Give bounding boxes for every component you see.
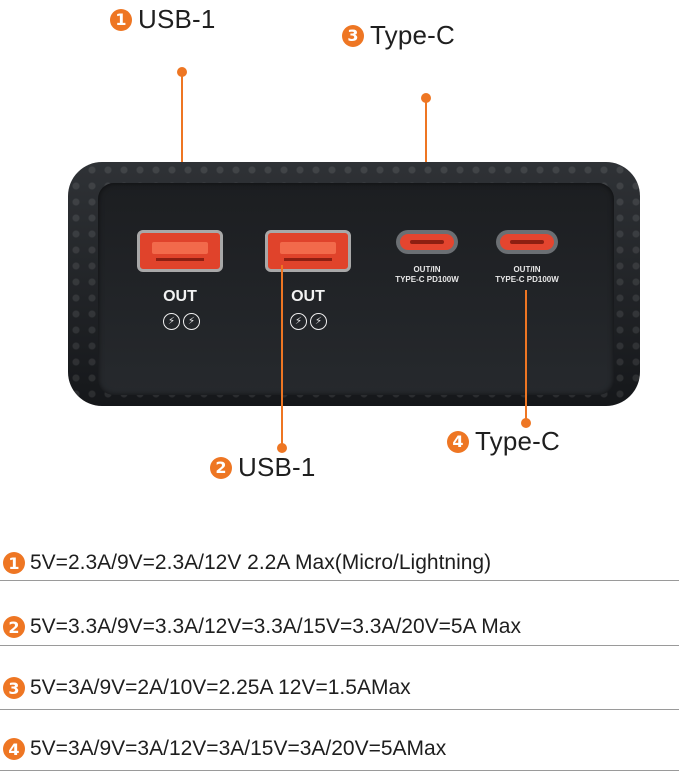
lightning-bolt-icon: ⚡ bbox=[183, 313, 200, 330]
spec-divider bbox=[0, 770, 679, 771]
fast-charge-icons: ⚡ ⚡ bbox=[290, 313, 327, 330]
callout-label: Type-C bbox=[370, 20, 456, 50]
spec-text: 5V=3A/9V=3A/12V=3A/15V=3A/20V=5AMax bbox=[30, 737, 447, 760]
spec-text: 5V=3.3A/9V=3.3A/12V=3.3A/15V=3.3A/20V=5A… bbox=[30, 615, 521, 638]
usb-tongue bbox=[280, 242, 336, 254]
lightning-bolt-icon: ⚡ bbox=[290, 313, 307, 330]
usb-slot bbox=[156, 258, 204, 261]
spec-number-badge: 3 bbox=[3, 677, 25, 699]
lightning-bolt-icon: ⚡ bbox=[163, 313, 180, 330]
spec-row-2: 2 5V=3.3A/9V=3.3A/12V=3.3A/15V=3.3A/20V=… bbox=[0, 612, 679, 642]
type-c-1-label-line1: OUT/IN bbox=[413, 265, 441, 274]
spec-divider bbox=[0, 580, 679, 581]
callout-type-c-top: 3 Type-C bbox=[342, 20, 455, 51]
type-c-receptacle bbox=[400, 234, 454, 250]
spec-number-badge: 2 bbox=[3, 616, 25, 638]
type-c-1-label-line2: TYPE-C PD100W bbox=[395, 275, 459, 284]
usb-2-out-label: OUT bbox=[291, 288, 325, 305]
usb-a-port-2 bbox=[265, 230, 351, 272]
type-c-port-1 bbox=[396, 230, 458, 254]
spec-row-4: 4 5V=3A/9V=3A/12V=3A/15V=3A/20V=5AMax bbox=[0, 734, 679, 764]
callout-type-c-bottom: 4 Type-C bbox=[447, 426, 560, 457]
spec-text: 5V=2.3A/9V=2.3A/12V 2.2A Max(Micro/Light… bbox=[30, 551, 492, 574]
leader-dot bbox=[521, 418, 531, 428]
callout-usb-1-bottom: 2 USB-1 bbox=[210, 452, 316, 483]
leader-dot bbox=[277, 443, 287, 453]
spec-divider bbox=[0, 645, 679, 646]
leader-line bbox=[181, 72, 183, 242]
callout-number-badge: 2 bbox=[210, 456, 232, 479]
leader-line bbox=[525, 290, 527, 422]
type-c-1-label: OUT/IN TYPE-C PD100W bbox=[372, 265, 482, 285]
callout-number-badge: 3 bbox=[342, 24, 364, 47]
callout-label: USB-1 bbox=[238, 452, 316, 482]
spec-divider bbox=[0, 709, 679, 710]
spec-number-badge: 1 bbox=[3, 552, 25, 574]
type-c-port-2 bbox=[496, 230, 558, 254]
type-c-2-label: OUT/IN TYPE-C PD100W bbox=[472, 265, 582, 285]
usb-1-out-label: OUT bbox=[163, 288, 197, 305]
type-c-2-label-line1: OUT/IN bbox=[513, 265, 541, 274]
lightning-bolt-icon: ⚡ bbox=[310, 313, 327, 330]
port-panel bbox=[98, 183, 614, 395]
callout-label: USB-1 bbox=[138, 4, 216, 34]
fast-charge-icons: ⚡ ⚡ bbox=[163, 313, 200, 330]
callout-number-badge: 1 bbox=[110, 8, 132, 31]
usb-a-port-1 bbox=[137, 230, 223, 272]
spec-number-badge: 4 bbox=[3, 738, 25, 760]
spec-row-3: 3 5V=3A/9V=2A/10V=2.25A 12V=1.5AMax bbox=[0, 673, 679, 703]
usb-tongue bbox=[152, 242, 208, 254]
callout-label: Type-C bbox=[475, 426, 561, 456]
callout-number-badge: 4 bbox=[447, 430, 469, 453]
type-c-receptacle bbox=[500, 234, 554, 250]
usb-slot bbox=[284, 258, 332, 261]
spec-row-1: 1 5V=2.3A/9V=2.3A/12V 2.2A Max(Micro/Lig… bbox=[0, 548, 679, 578]
callout-usb-1-top: 1 USB-1 bbox=[110, 4, 216, 35]
leader-line bbox=[281, 265, 283, 447]
spec-text: 5V=3A/9V=2A/10V=2.25A 12V=1.5AMax bbox=[30, 676, 411, 699]
type-c-2-label-line2: TYPE-C PD100W bbox=[495, 275, 559, 284]
